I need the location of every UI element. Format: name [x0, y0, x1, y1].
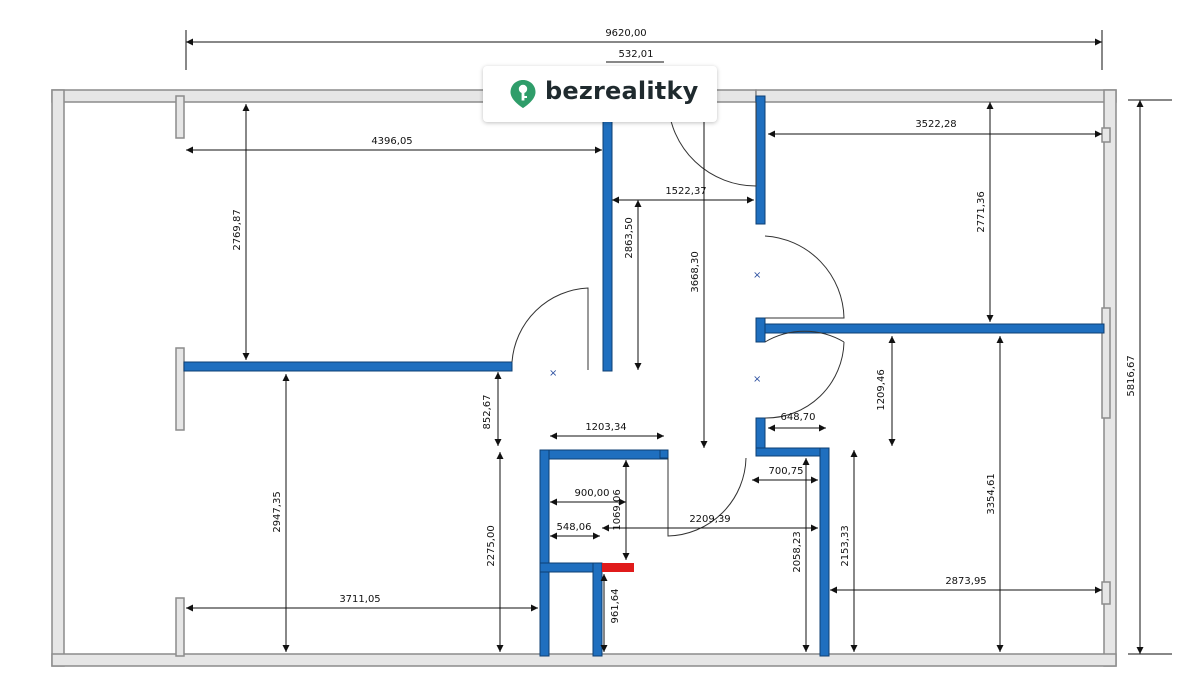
door-room1 — [511, 287, 589, 370]
marker-x-1: × — [549, 368, 557, 379]
wall-closet-top — [755, 447, 829, 457]
outer-wall-bottom — [51, 653, 1117, 667]
wall-closet-left — [755, 417, 766, 453]
dim-room2-width: 3522,28 — [915, 119, 956, 130]
dim-room4-height: 3354,61 — [986, 473, 997, 514]
outer-wall-top-mid — [715, 89, 757, 103]
dim-bath-width: 1203,34 — [585, 422, 626, 433]
dim-bath-inner-height: 1069,06 — [612, 489, 623, 530]
window-left-3 — [175, 597, 185, 657]
dim-hall-height: 3668,30 — [690, 251, 701, 292]
dim-closet-height2: 2153,33 — [840, 525, 851, 566]
door-room4-arc — [764, 341, 845, 419]
window-right-1 — [1101, 127, 1111, 143]
dimension-lines — [185, 30, 1172, 655]
window-left-2 — [175, 347, 185, 431]
dim-room3-width: 3711,05 — [339, 594, 380, 605]
dim-hall-passage: 2209,39 — [689, 514, 730, 525]
dim-top-segment: 532,01 — [619, 49, 654, 60]
wall-bath-top — [539, 449, 669, 460]
wall-bath-left — [539, 449, 550, 657]
dim-total-height: 5816,67 — [1126, 355, 1137, 396]
dim-wc-height: 961,64 — [610, 589, 621, 624]
outer-wall-top-right — [755, 89, 1117, 103]
wall-bath-right — [659, 449, 669, 459]
location-key-icon — [510, 80, 536, 108]
door-room4 — [764, 330, 845, 343]
dim-hall-width: 1522,37 — [665, 186, 706, 197]
brand-logo-card[interactable]: bezrealitky — [483, 66, 717, 122]
door-room2 — [764, 235, 845, 319]
window-right-2 — [1101, 307, 1111, 419]
wall-room1-bottom — [183, 361, 513, 372]
dim-closet-height: 2058,23 — [792, 531, 803, 572]
dim-door-offset: 852,67 — [482, 395, 493, 430]
dim-total-width: 9620,00 — [605, 28, 646, 39]
dim-room1-width: 4396,05 — [371, 136, 412, 147]
dim-room1-height: 2769,87 — [232, 209, 243, 250]
dim-room2-height: 2771,36 — [976, 191, 987, 232]
brand-name: bezrealitky — [545, 77, 699, 105]
dim-hall-wall: 2863,50 — [624, 217, 635, 258]
highlight-marker — [602, 563, 634, 572]
dim-room4-gap: 1209,46 — [876, 369, 887, 410]
doors — [511, 101, 845, 537]
window-left-1 — [175, 95, 185, 139]
marker-x-2: × — [753, 270, 761, 281]
dim-room4-width: 2873,95 — [945, 576, 986, 587]
inner-walls — [183, 95, 1105, 657]
dim-wc-width: 548,06 — [557, 522, 592, 533]
door-bath — [667, 457, 747, 537]
wall-hall-left — [602, 99, 613, 372]
dim-closet-width: 648,70 — [781, 412, 816, 423]
wall-wc-right — [592, 562, 603, 657]
marker-x-3: × — [753, 374, 761, 385]
outer-walls — [51, 89, 1117, 667]
dim-bath-inner-width: 900,00 — [575, 488, 610, 499]
window-right-3 — [1101, 581, 1111, 605]
outer-wall-top-left — [51, 89, 485, 103]
wall-hall-right-top — [755, 95, 766, 225]
dim-closet-depth: 700,75 — [769, 466, 804, 477]
markers: × × × — [549, 270, 761, 385]
wall-closet-right — [819, 447, 830, 657]
dimension-labels: 9620,00 532,01 4396,05 2769,87 3522,28 2… — [232, 28, 1137, 624]
outer-wall-left — [51, 89, 65, 667]
dim-room3-height: 2947,35 — [272, 491, 283, 532]
wall-hall-right-mid — [755, 317, 766, 343]
dim-bath-height: 2275,00 — [486, 525, 497, 566]
